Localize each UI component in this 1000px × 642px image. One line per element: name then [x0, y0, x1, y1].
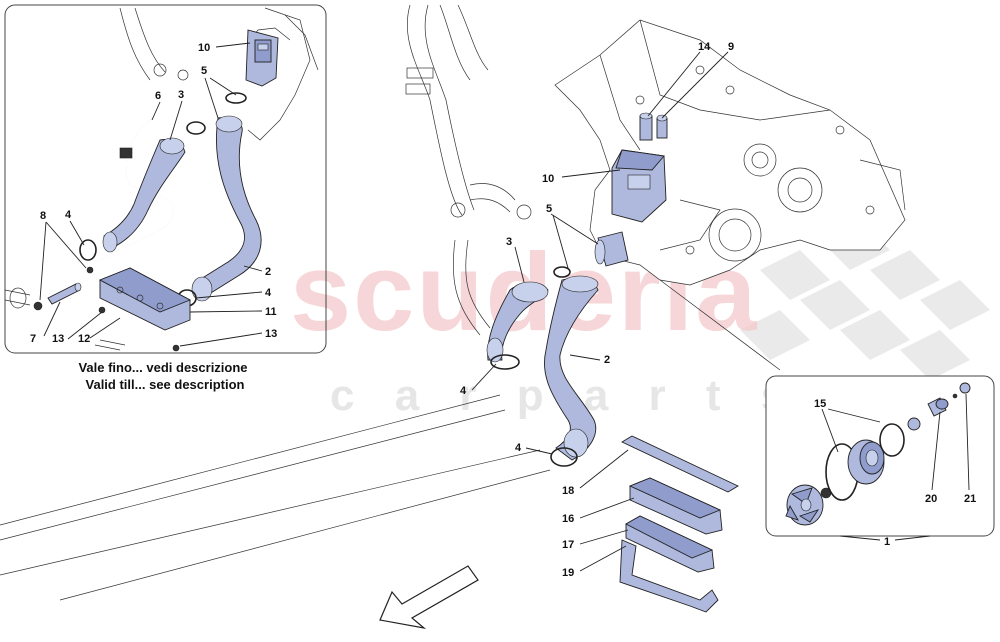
left-clamp-5a — [225, 92, 247, 104]
right-screw-21 — [959, 382, 971, 394]
main-bracket-18 — [621, 435, 739, 493]
main-background-pipes — [0, 4, 551, 601]
left-callout-4b: 4 — [265, 287, 272, 299]
left-callout-10: 10 — [198, 42, 210, 54]
main-fitting-14 — [639, 112, 653, 141]
left-fitting-7 — [47, 282, 82, 305]
left-hose-3 — [103, 139, 186, 249]
right-impeller — [785, 484, 824, 526]
left-callout-2: 2 — [265, 266, 271, 278]
left-inset-engine — [4, 7, 319, 351]
main-bracket-16 — [628, 477, 723, 535]
right-callout-21: 21 — [964, 493, 976, 505]
left-callout-5: 5 — [201, 65, 207, 77]
left-thermostat-housing — [245, 29, 279, 87]
left-inset-frame — [4, 4, 327, 354]
main-clamp-4b — [550, 447, 578, 467]
main-bracket-17 — [625, 515, 715, 573]
right-washer — [907, 417, 921, 431]
left-clamp-4a — [79, 239, 97, 261]
left-callout-3: 3 — [178, 89, 184, 101]
left-callout-4a: 4 — [65, 209, 72, 221]
left-pipe-6-clip — [119, 147, 133, 159]
right-callout-1: 1 — [884, 536, 890, 548]
left-hose-2 — [195, 117, 262, 297]
left-caption-it: Vale fino... vedi descrizione — [78, 360, 247, 375]
left-screw-13b — [172, 344, 180, 352]
right-small-ring — [952, 393, 958, 399]
main-callout-14: 14 — [698, 41, 711, 53]
left-leader-lines — [39, 42, 263, 347]
main-callout-19: 19 — [562, 567, 574, 579]
right-fitting-20 — [927, 397, 949, 417]
left-callout-6: 6 — [155, 90, 161, 102]
left-callout-11: 11 — [265, 306, 277, 318]
left-screw-8a — [86, 266, 94, 274]
right-pump-body — [847, 439, 885, 485]
right-callout-15: 15 — [814, 398, 826, 410]
left-caption-en: Valid till... see description — [86, 377, 245, 392]
main-clamp-5 — [553, 266, 571, 278]
main-callout-9: 9 — [728, 41, 734, 53]
main-callout-2: 2 — [604, 354, 610, 366]
left-callout-8: 8 — [40, 210, 46, 222]
main-callout-16: 16 — [562, 513, 574, 525]
main-leader-lines — [471, 51, 729, 572]
left-inset: 10 5 6 3 8 4 2 4 11 7 13 12 13 Vale fino… — [4, 4, 327, 392]
direction-arrow-icon — [379, 565, 479, 629]
right-inset: 15 20 21 1 — [765, 375, 995, 548]
main-callout-10: 10 — [542, 173, 554, 185]
main-diagram: 14 9 10 5 3 2 4 4 18 16 17 19 — [0, 4, 906, 629]
left-bracket-11 — [98, 267, 192, 331]
main-callout-5: 5 — [546, 203, 552, 215]
right-leader-lines — [821, 393, 970, 541]
main-hose-2 — [544, 278, 599, 461]
left-callout-7: 7 — [30, 333, 36, 345]
right-callout-20: 20 — [925, 493, 937, 505]
right-seal-ring — [879, 423, 905, 457]
main-callout-4b: 4 — [515, 442, 522, 454]
main-callout-3: 3 — [506, 236, 512, 248]
left-clamp-5b — [186, 121, 206, 135]
main-clamp-4a — [490, 354, 520, 370]
left-screw-13a — [98, 306, 106, 314]
main-callout-4a: 4 — [460, 385, 467, 397]
main-fitting-9 — [656, 114, 668, 139]
main-bracket-19 — [619, 539, 719, 613]
left-callout-13a: 13 — [52, 333, 64, 345]
left-callout-13b: 13 — [265, 328, 277, 340]
main-outlet-5 — [594, 231, 629, 267]
left-screw-8b — [33, 301, 43, 311]
main-thermostat-housing — [611, 149, 667, 223]
left-callout-12: 12 — [78, 333, 90, 345]
main-callout-17: 17 — [562, 539, 574, 551]
main-callout-18: 18 — [562, 485, 574, 497]
